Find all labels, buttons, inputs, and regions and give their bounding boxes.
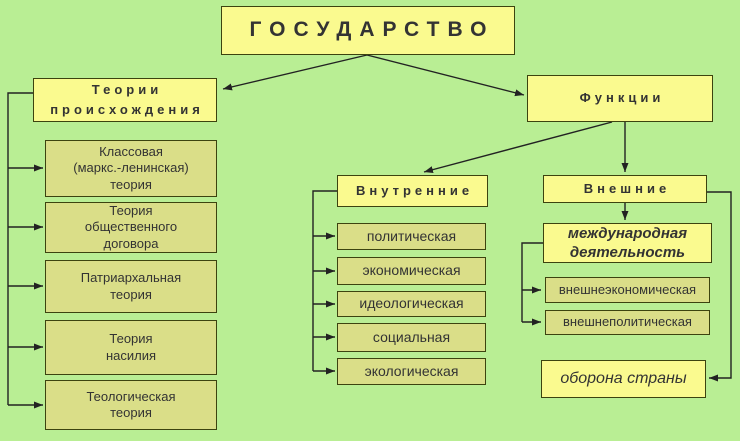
internal-function-economic: экономическая: [337, 257, 486, 285]
internal-function-social: социальная: [337, 323, 486, 352]
connector-external-to-defense: [707, 191, 732, 382]
connector-root-to-theories: [222, 54, 368, 91]
connector-internal-trunk: [312, 190, 337, 371]
internal-function-ecological: экологическая: [337, 358, 486, 385]
external-function-defense: оборона страны: [541, 360, 706, 398]
functions-header: Функции: [527, 75, 713, 122]
external-function-international: международная деятельность: [543, 223, 712, 263]
theory-item-social-contract: Теория общественного договора: [45, 202, 217, 253]
theory-item-violence: Теория насилия: [45, 320, 217, 375]
theory-item-patriarchal: Патриархальная теория: [45, 260, 217, 313]
connector-root-to-functions: [366, 54, 525, 97]
connector-theories-trunk: [7, 92, 33, 405]
internal-function-ideological: идеологическая: [337, 291, 486, 317]
connector-international-trunk: [521, 242, 543, 322]
external-function-foreign-political: внешнеполитическая: [545, 310, 710, 335]
root-node-state: ГОСУДАРСТВО: [221, 6, 515, 55]
internal-function-political: политическая: [337, 223, 486, 250]
external-function-foreign-economic: внешнеэкономическая: [545, 277, 710, 303]
theories-header: Теории происхождения: [33, 78, 217, 122]
external-functions-header: Внешние: [543, 175, 707, 203]
theory-item-theological: Теологическая теория: [45, 380, 217, 430]
internal-functions-header: Внутренние: [337, 175, 488, 207]
connector-functions-to-internal: [423, 121, 613, 174]
theory-item-class: Классовая (маркс.-ленинская) теория: [45, 140, 217, 197]
